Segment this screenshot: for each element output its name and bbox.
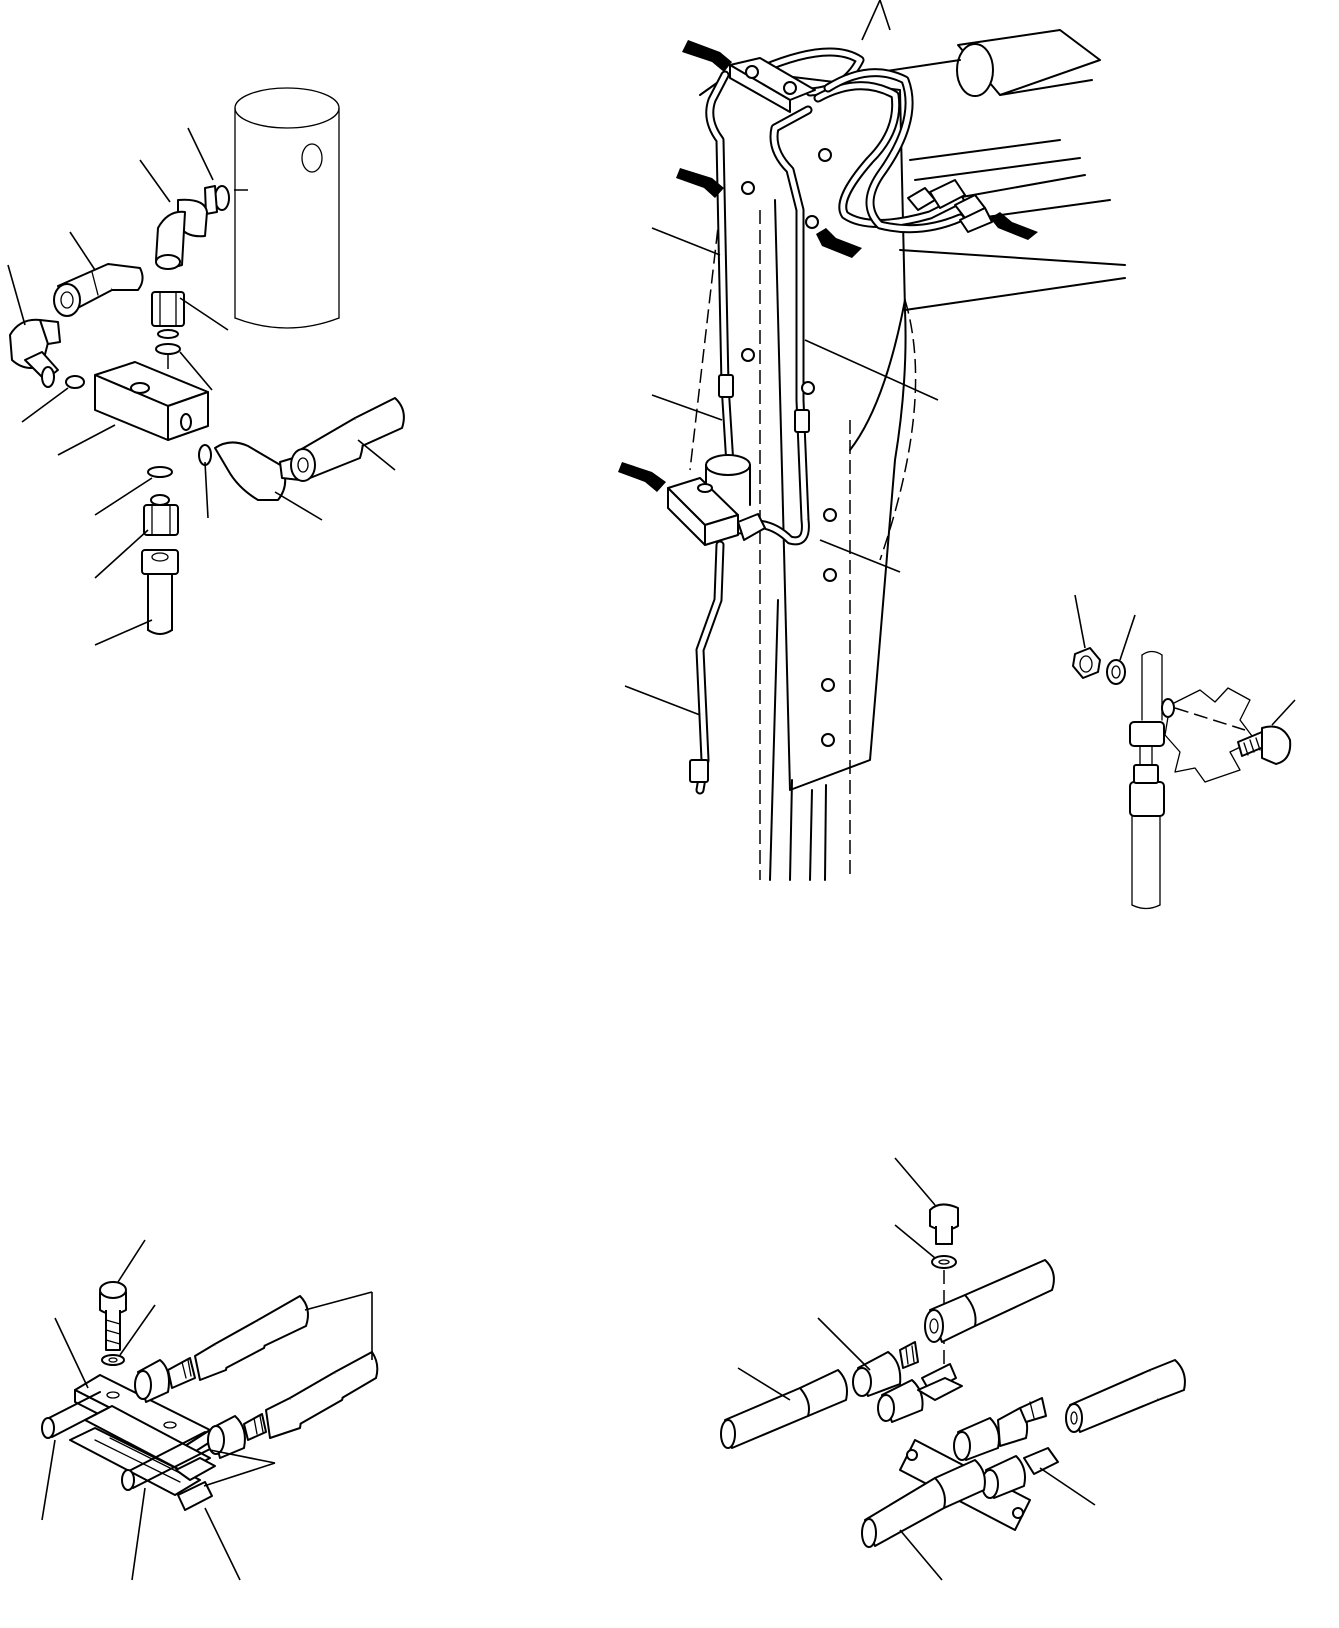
hose-block-clamp [720,1157,1186,1581]
middle-fittings [852,1341,963,1423]
right-hose-upper [1065,1359,1186,1433]
arm-bolts [741,148,837,747]
upper-hose [924,1259,1055,1343]
quick-couplers [907,179,993,233]
union-fitting [151,291,185,385]
split-block-clamp [41,1239,379,1581]
boom-cylinder-fittings-exploded [7,87,405,646]
pipe-lines [689,47,965,795]
callout-leaders [41,1239,373,1581]
lower-fitting-stack [141,466,179,635]
clamp-bolt [99,1281,127,1366]
clamp-bolt [929,1203,959,1370]
arrow-icon [990,212,1038,240]
pipe-left [41,1391,213,1491]
location-arrows [618,40,1038,492]
hose-end-right [290,397,405,482]
junction-block [65,361,209,441]
callout-leaders [7,127,396,646]
arm-hydraulic-piping [618,0,1126,881]
lower-fittings [899,1397,1059,1531]
hose-end-upper-left [53,263,144,317]
hose-fittings [134,1295,379,1459]
pipe-clamp-detail [1072,594,1296,910]
callout-leaders [737,1157,1096,1581]
right-elbow-fitting [198,441,305,501]
arrow-icon [618,462,666,492]
arrow-icon [676,168,724,198]
left-elbow-fitting [9,318,61,388]
lower-clamp-half [69,1405,216,1511]
washer [1106,659,1126,685]
upper-elbow-fitting [155,185,230,270]
arrow-icon [816,228,862,258]
left-hose [720,1369,848,1449]
nut [1072,647,1101,679]
lower-block [667,454,766,546]
arm-structure [689,29,1126,881]
top-clamp-bracket [729,57,816,113]
cylinder-body [215,87,340,329]
callout-leaders [624,0,939,716]
clamp-bolt [1237,725,1292,765]
arrow-icon [682,40,732,72]
lower-left-hose [861,1459,986,1548]
